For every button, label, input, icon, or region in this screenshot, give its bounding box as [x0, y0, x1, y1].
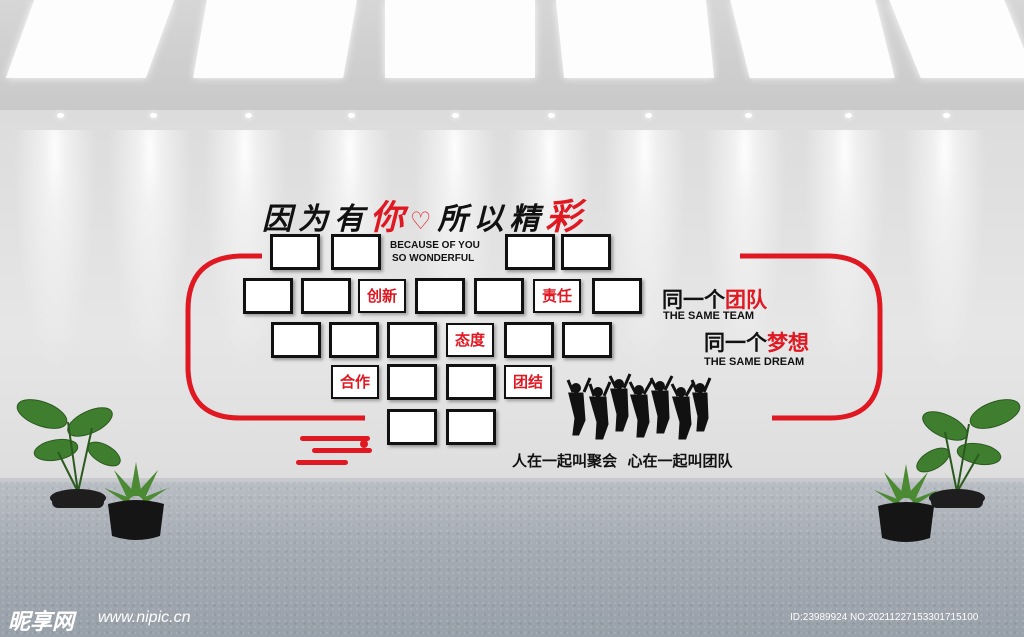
left-red-arc	[185, 253, 365, 421]
photo-frame	[331, 234, 381, 270]
watermark-site: www.nipic.cn	[98, 609, 191, 626]
dream-red: 梦想	[767, 332, 809, 355]
spotlight-fixture	[943, 113, 950, 118]
team-prefix: 同一个	[662, 289, 725, 312]
spotlight-fixture	[57, 113, 64, 118]
spotlight-fixture	[745, 113, 752, 118]
photo-frame	[270, 234, 320, 270]
photo-frame	[504, 322, 554, 358]
photo-frame	[301, 278, 351, 314]
label-responsibility: 责任	[533, 279, 581, 313]
label-unity: 团结	[504, 365, 552, 399]
plant-right-tall	[916, 399, 1021, 508]
spotlight-fixture	[348, 113, 355, 118]
dream-prefix: 同一个	[704, 332, 767, 355]
spotlight-fixture	[645, 113, 652, 118]
spotlight-fixture	[548, 113, 555, 118]
plant-left-tall	[16, 399, 121, 508]
red-cloud-stroke	[360, 440, 368, 448]
label-innovation: 创新	[358, 279, 406, 313]
title-suffix: 所以精	[437, 202, 546, 237]
photo-frame	[243, 278, 293, 314]
spotlight	[10, 130, 100, 390]
team-slogan-en: THE SAME TEAM	[663, 310, 755, 322]
spotlight	[600, 130, 690, 390]
floor	[0, 480, 1024, 637]
photo-frame	[271, 322, 321, 358]
watermark-logo: 昵享网	[8, 609, 75, 634]
team-red: 团队	[725, 289, 767, 312]
photo-frame	[474, 278, 524, 314]
title-red-char: 彩	[545, 196, 588, 238]
photo-frame	[562, 322, 612, 358]
photo-frame	[387, 322, 437, 358]
spotlight-fixture	[245, 113, 252, 118]
title-red-char: 你	[370, 198, 410, 238]
dream-slogan: 同一个梦想	[704, 327, 809, 357]
label-attitude: 态度	[446, 323, 494, 357]
photo-frame	[592, 278, 642, 314]
dream-slogan-en: THE SAME DREAM	[704, 356, 805, 368]
photo-frame	[561, 234, 611, 270]
skirting	[0, 478, 1024, 482]
red-cloud-stroke	[296, 460, 348, 465]
spotlight	[700, 130, 790, 390]
red-cloud-stroke	[312, 448, 372, 453]
title-prefix: 因为有	[262, 202, 370, 237]
spotlight-fixture	[452, 113, 459, 118]
label-cooperation: 合作	[331, 365, 379, 399]
photo-frame	[446, 364, 496, 400]
photo-frame	[505, 234, 555, 270]
photo-frame	[387, 409, 437, 445]
red-cloud-stroke	[300, 436, 370, 441]
spotlight-fixture	[150, 113, 157, 118]
photo-frame	[387, 364, 437, 400]
right-red-arc	[740, 253, 883, 421]
plant-left-small	[104, 462, 168, 540]
because-line1: BECAUSE OF YOU	[390, 240, 480, 251]
plant-right-small	[874, 464, 938, 542]
photo-frame	[329, 322, 379, 358]
bottom-slogan: 人在一起叫聚会 心在一起叫团队	[512, 452, 733, 470]
ceiling-light-panel	[385, 0, 535, 78]
wall-title: 因为有你♡所以精彩	[262, 188, 588, 240]
team-slogan: 同一个团队	[662, 284, 767, 314]
watermark-id: ID:23989924 NO:20211227153301715100	[790, 612, 979, 623]
spotlight-fixture	[845, 113, 852, 118]
spotlight	[105, 130, 195, 390]
photo-frame	[446, 409, 496, 445]
heart-icon: ♡	[410, 206, 438, 235]
jumping-people-silhouette	[566, 373, 712, 440]
spotlight	[900, 130, 990, 390]
photo-frame	[415, 278, 465, 314]
because-line2: SO WONDERFUL	[392, 253, 475, 264]
